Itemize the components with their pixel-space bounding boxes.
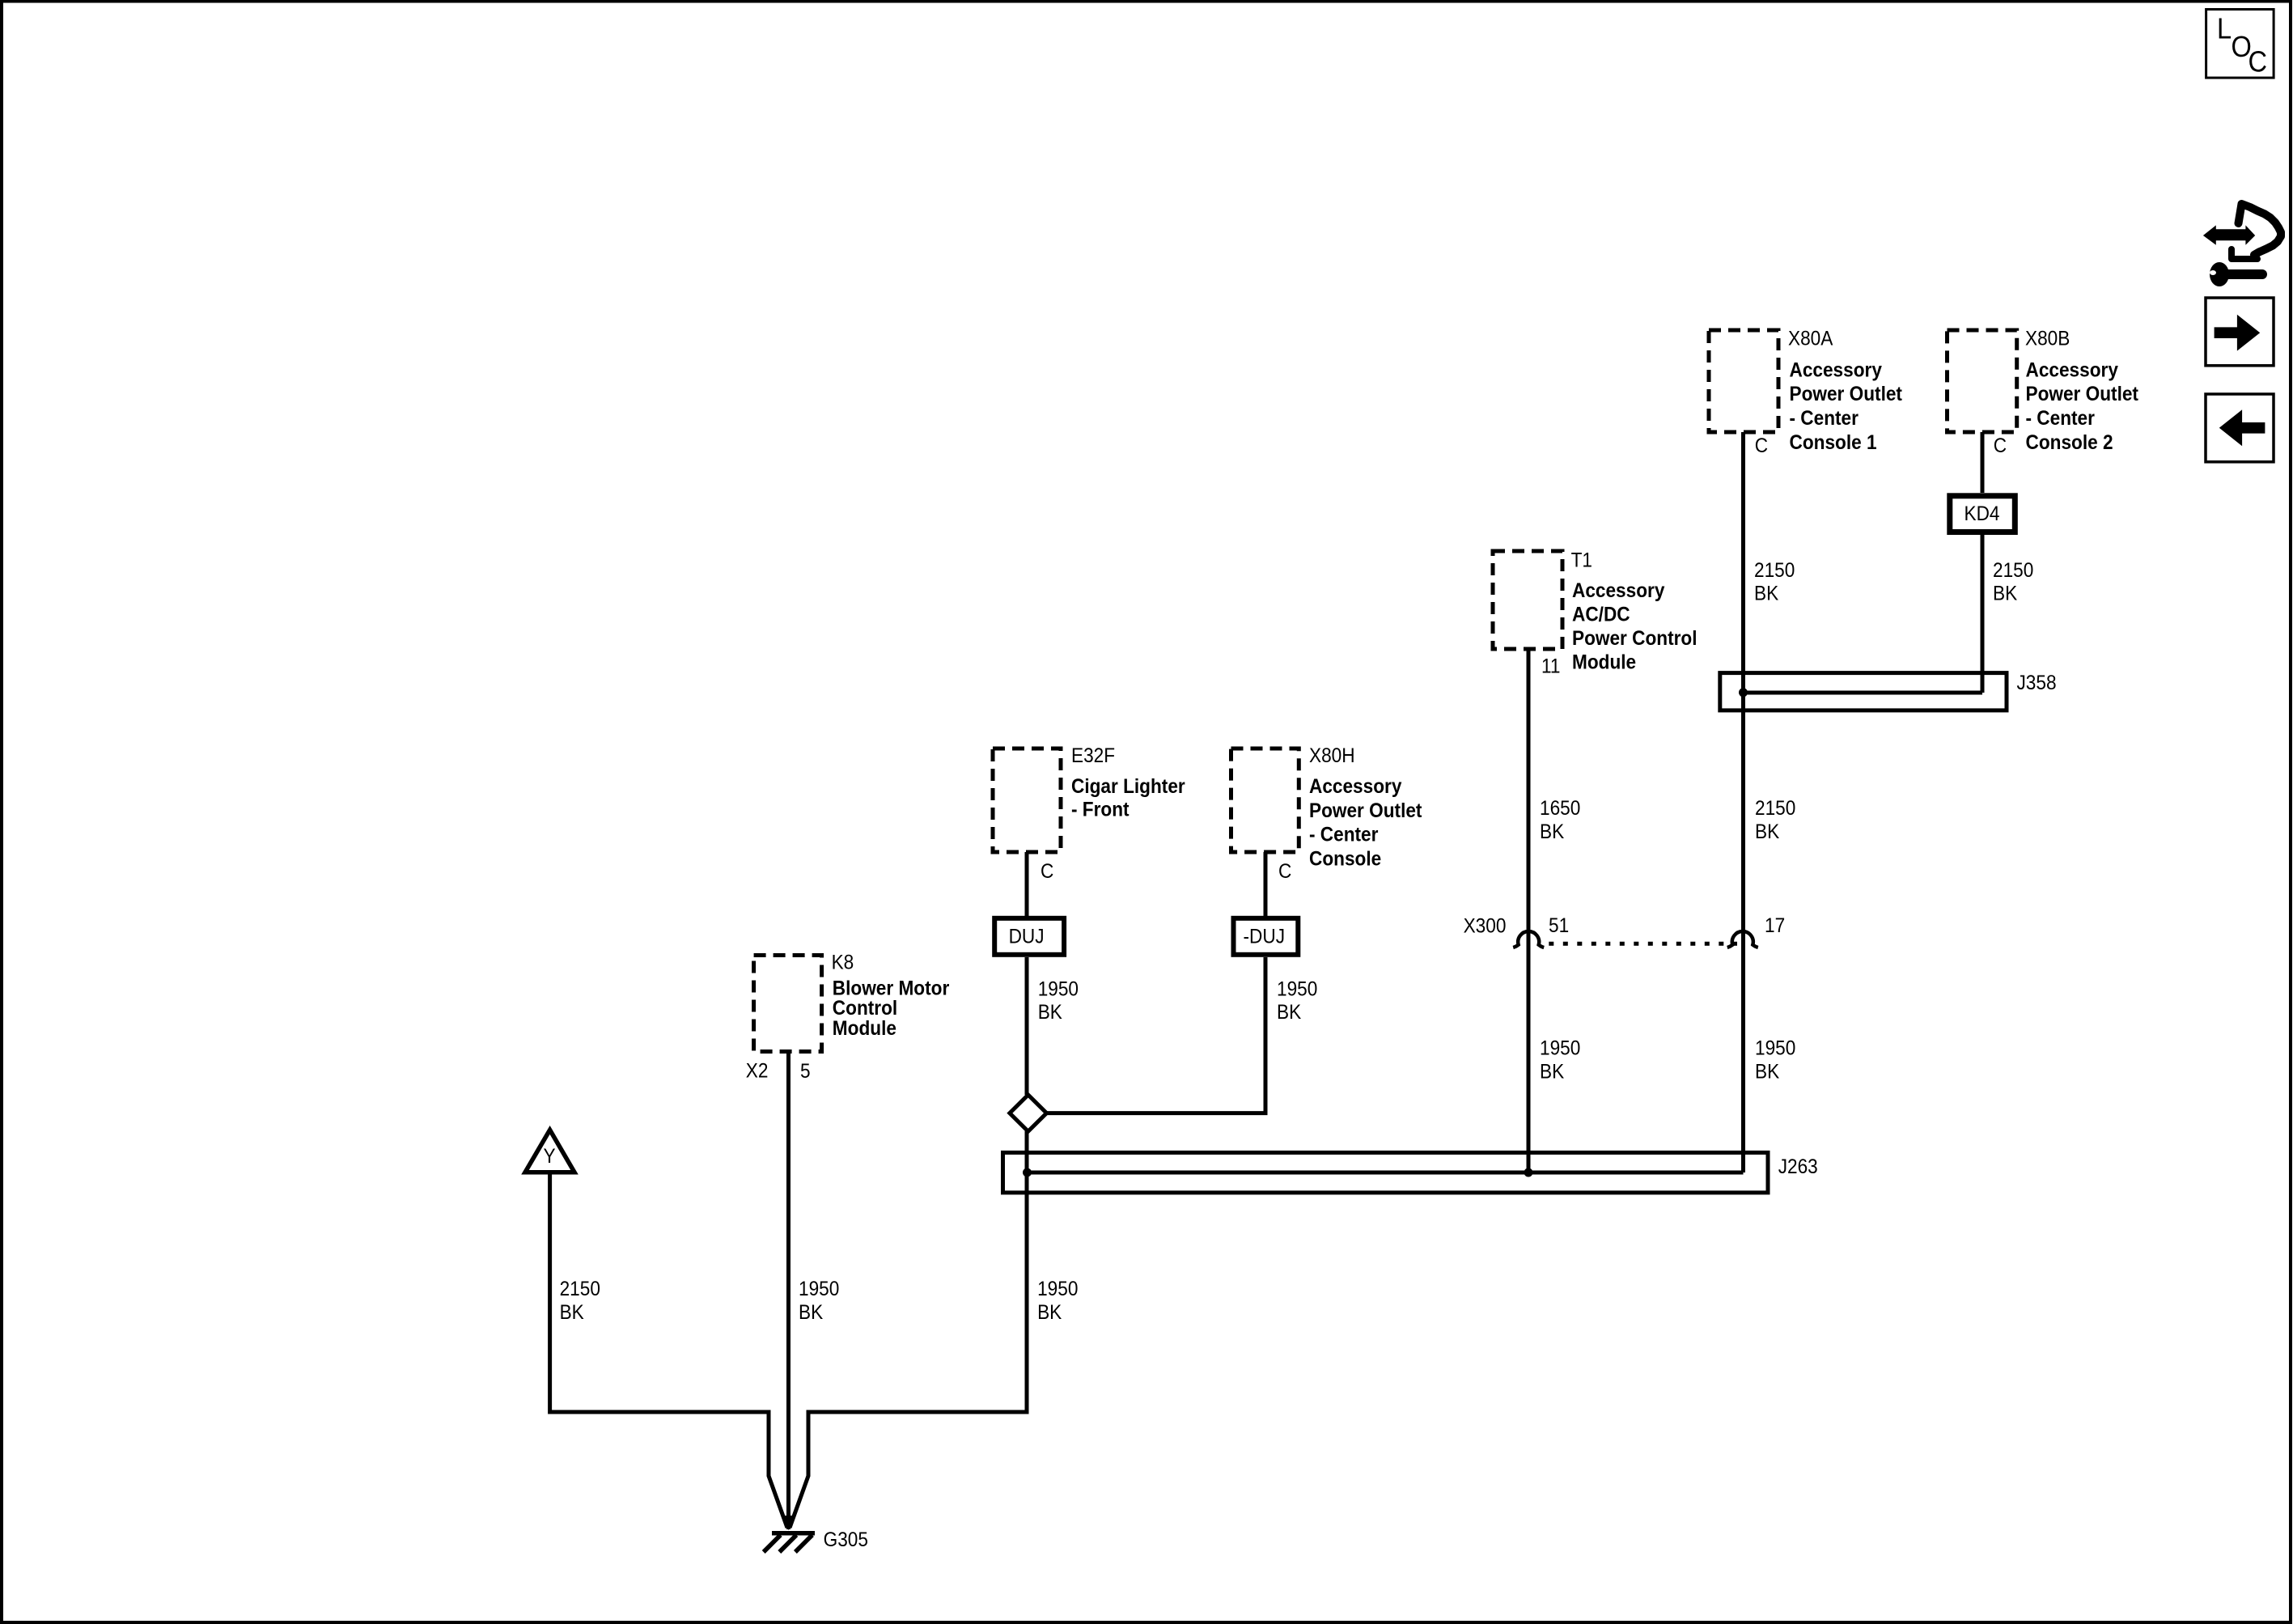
svg-text:C: C <box>1041 860 1053 883</box>
svg-text:O: O <box>2232 32 2252 64</box>
svg-text:1650: 1650 <box>1540 797 1580 820</box>
svg-text:C: C <box>1278 860 1291 883</box>
svg-text:BK: BK <box>1038 1001 1062 1024</box>
svg-text:BK: BK <box>1755 820 1779 843</box>
svg-text:X300: X300 <box>1464 914 1507 937</box>
svg-text:T1: T1 <box>1571 549 1592 571</box>
svg-text:2150: 2150 <box>1755 797 1795 820</box>
svg-text:X80A: X80A <box>1788 328 1833 350</box>
svg-text:X80B: X80B <box>2025 328 2070 350</box>
svg-text:X80H: X80H <box>1309 744 1355 767</box>
svg-text:11: 11 <box>1541 655 1560 677</box>
svg-text:C: C <box>1755 435 1768 457</box>
svg-text:-DUJ: -DUJ <box>1244 926 1285 948</box>
svg-text:2150: 2150 <box>1754 559 1795 582</box>
svg-text:BK: BK <box>1037 1301 1062 1324</box>
svg-text:BK: BK <box>560 1301 584 1324</box>
svg-text:BK: BK <box>1540 820 1564 843</box>
svg-text:K8: K8 <box>832 951 854 973</box>
svg-text:1950: 1950 <box>1037 1278 1078 1300</box>
svg-text:BK: BK <box>799 1301 823 1324</box>
svg-text:L: L <box>2217 13 2232 45</box>
svg-text:BK: BK <box>1755 1061 1779 1083</box>
svg-text:DUJ: DUJ <box>1009 926 1045 948</box>
svg-text:J263: J263 <box>1778 1155 1818 1178</box>
svg-text:Cigar Lighter- Front: Cigar Lighter- Front <box>1071 775 1185 821</box>
svg-text:BK: BK <box>1277 1001 1301 1024</box>
svg-text:E32F: E32F <box>1071 744 1115 767</box>
svg-text:2150: 2150 <box>1993 559 2033 582</box>
svg-text:1950: 1950 <box>1277 978 1317 1001</box>
svg-text:1950: 1950 <box>1038 978 1079 1001</box>
svg-text:51: 51 <box>1549 914 1569 937</box>
svg-text:BK: BK <box>1754 582 1778 604</box>
svg-text:KD4: KD4 <box>1965 502 2000 525</box>
svg-text:17: 17 <box>1765 914 1785 937</box>
svg-text:C: C <box>1994 435 2007 457</box>
svg-text:5: 5 <box>800 1060 811 1083</box>
svg-text:X2: X2 <box>746 1059 769 1082</box>
svg-text:C: C <box>2248 46 2268 78</box>
svg-text:BK: BK <box>1993 582 2017 604</box>
svg-text:Y: Y <box>544 1145 556 1168</box>
svg-text:J358: J358 <box>2017 672 2057 694</box>
svg-text:1950: 1950 <box>799 1278 839 1300</box>
svg-text:BK: BK <box>1540 1061 1564 1083</box>
svg-text:1950: 1950 <box>1540 1037 1580 1060</box>
svg-text:2150: 2150 <box>560 1278 600 1300</box>
svg-text:1950: 1950 <box>1755 1037 1795 1060</box>
svg-text:G305: G305 <box>824 1529 868 1551</box>
